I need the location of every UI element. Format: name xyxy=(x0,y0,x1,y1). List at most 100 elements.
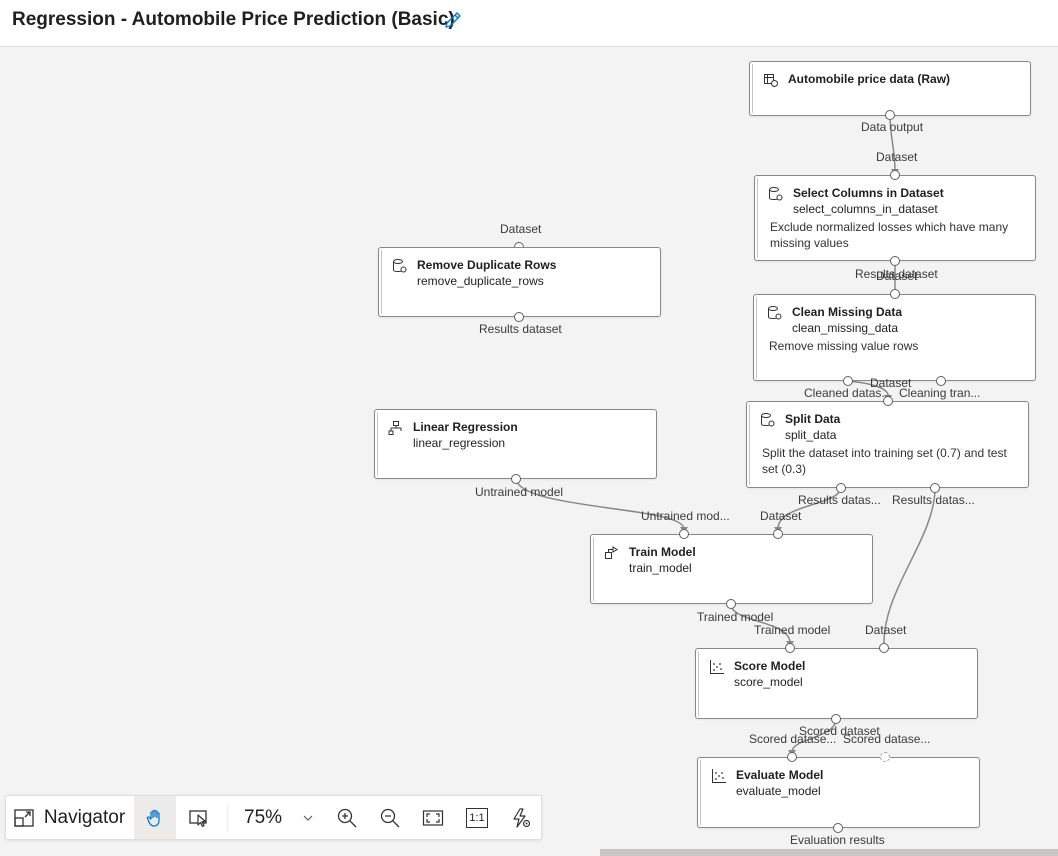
page-title: Regression - Automobile Price Prediction… xyxy=(12,9,455,30)
module-subtitle: train_model xyxy=(629,561,692,575)
input-port-untrained-model[interactable] xyxy=(679,529,689,539)
input-port-dataset[interactable] xyxy=(883,396,893,406)
module-clean-missing-data[interactable]: Clean Missing Data clean_missing_data Re… xyxy=(753,294,1036,381)
module-title: Score Model xyxy=(734,659,806,673)
actual-size-icon: 1:1 xyxy=(466,807,488,828)
module-train-model[interactable]: Train Model train_model xyxy=(590,534,873,604)
module-split-data[interactable]: Split Data split_data Split the dataset … xyxy=(746,401,1029,488)
module-remove-duplicate-rows[interactable]: Remove Duplicate Rows remove_duplicate_r… xyxy=(378,247,661,317)
module-cylinder-gear-icon xyxy=(769,187,783,201)
module-evaluate-model[interactable]: Evaluate Model evaluate_model xyxy=(697,757,980,828)
port-label: Cleaned datas... xyxy=(804,386,892,400)
wire-split-to-score xyxy=(883,487,936,644)
pan-button[interactable] xyxy=(134,796,176,839)
input-port-dataset[interactable] xyxy=(890,170,900,180)
wire-train-to-score xyxy=(730,603,791,644)
module-title: Clean Missing Data xyxy=(792,305,903,319)
pan-hand-icon xyxy=(146,809,160,827)
input-port-scored-dataset-1[interactable] xyxy=(787,752,797,762)
module-description: Remove missing value rows xyxy=(769,339,919,353)
module-subtitle: select_columns_in_dataset xyxy=(793,202,938,216)
module-scatter-icon xyxy=(710,660,724,674)
module-scatter-icon xyxy=(712,769,726,783)
input-port-dataset[interactable] xyxy=(879,643,889,653)
output-port-evaluation-results[interactable] xyxy=(833,823,843,833)
output-port-data-output[interactable] xyxy=(885,110,895,120)
port-label: Results datas... xyxy=(892,493,975,507)
output-port-untrained-model[interactable] xyxy=(511,474,521,484)
port-label: Scored datase... xyxy=(843,732,931,746)
output-port-results-dataset-2[interactable] xyxy=(930,483,940,493)
module-description: Split the dataset into training set (0.7… xyxy=(762,446,1007,476)
module-train-icon xyxy=(605,546,618,559)
port-label: Scored datase... xyxy=(749,732,837,746)
actual-size-label: 1:1 xyxy=(469,811,485,824)
output-port-results-dataset-1[interactable] xyxy=(836,483,846,493)
port-label: Dataset xyxy=(870,376,912,390)
module-subtitle: remove_duplicate_rows xyxy=(417,274,544,288)
module-linear-regression[interactable]: Linear Regression linear_regression xyxy=(374,409,657,479)
wire-linreg-to-train xyxy=(515,478,685,530)
module-subtitle: clean_missing_data xyxy=(792,321,899,335)
module-score-model[interactable]: Score Model score_model xyxy=(695,648,978,719)
module-title: Split Data xyxy=(785,412,841,426)
zoom-dropdown[interactable]: 75% xyxy=(238,796,318,839)
wire-split-to-train xyxy=(777,487,842,530)
module-subtitle: split_data xyxy=(785,428,837,442)
zoom-in-button[interactable] xyxy=(326,796,368,839)
header: Regression - Automobile Price Prediction… xyxy=(0,0,1058,47)
canvas-toolbar: Navigator 75% xyxy=(5,795,542,840)
port-label: Dataset xyxy=(876,150,918,164)
output-port-cleaning-transformation[interactable] xyxy=(936,376,946,386)
wire-clean-to-split xyxy=(847,380,889,398)
module-subtitle: score_model xyxy=(734,675,803,689)
port-label: Results dataset xyxy=(479,322,562,336)
module-title: Remove Duplicate Rows xyxy=(417,258,557,272)
port-label: Dataset xyxy=(876,269,918,283)
input-port-dataset[interactable] xyxy=(773,529,783,539)
auto-layout-button[interactable] xyxy=(500,796,542,839)
auto-layout-icon xyxy=(513,807,531,828)
input-port-scored-dataset-2[interactable] xyxy=(880,752,890,762)
module-title: Evaluate Model xyxy=(736,768,824,782)
fit-to-screen-button[interactable] xyxy=(412,796,454,839)
select-button[interactable] xyxy=(178,796,220,839)
output-port-trained-model[interactable] xyxy=(726,599,736,609)
input-port-trained-model[interactable] xyxy=(785,643,795,653)
module-select-columns[interactable]: Select Columns in Dataset select_columns… xyxy=(754,175,1036,261)
module-description: Exclude normalized losses which have man… xyxy=(770,220,1009,250)
output-port-results-dataset[interactable] xyxy=(890,256,900,266)
actual-size-button[interactable]: 1:1 xyxy=(456,796,498,839)
module-subtitle: evaluate_model xyxy=(736,784,821,798)
navigator-icon xyxy=(14,808,34,827)
port-label: Scored dataset xyxy=(799,724,880,738)
output-port-scored-dataset[interactable] xyxy=(831,714,841,724)
module-title: Train Model xyxy=(629,545,696,559)
output-port-cleaned-dataset[interactable] xyxy=(843,376,853,386)
module-subtitle: linear_regression xyxy=(413,436,506,450)
horizontal-scrollbar[interactable] xyxy=(600,849,1058,856)
zoom-out-button[interactable] xyxy=(369,796,411,839)
input-port-dataset[interactable] xyxy=(890,289,900,299)
output-port-results-dataset[interactable] xyxy=(514,312,524,322)
pencil-icon[interactable] xyxy=(442,9,464,31)
module-cylinder-gear-icon xyxy=(761,413,775,427)
module-automobile-price-data[interactable]: Automobile price data (Raw) xyxy=(749,61,1031,116)
module-tree-icon xyxy=(388,421,402,435)
navigator-button[interactable]: Navigator xyxy=(6,796,132,839)
select-icon xyxy=(189,809,207,827)
pipeline-canvas[interactable]: Automobile price data (Raw) Data output … xyxy=(0,48,1058,856)
port-label: Untrained model xyxy=(475,485,564,499)
port-label: Results dataset xyxy=(855,267,938,281)
zoom-in-icon xyxy=(337,808,357,827)
fit-to-screen-icon xyxy=(422,809,444,826)
port-label: Cleaning tran... xyxy=(899,386,981,400)
dataset-icon xyxy=(764,74,778,87)
port-label: Dataset xyxy=(865,623,907,637)
module-cylinder-gear-icon xyxy=(393,259,407,273)
port-label: Results datas... xyxy=(798,493,881,507)
zoom-out-icon xyxy=(380,808,400,827)
port-label: Dataset xyxy=(760,509,802,523)
chevron-down-icon xyxy=(303,815,313,821)
module-title: Linear Regression xyxy=(413,420,518,434)
